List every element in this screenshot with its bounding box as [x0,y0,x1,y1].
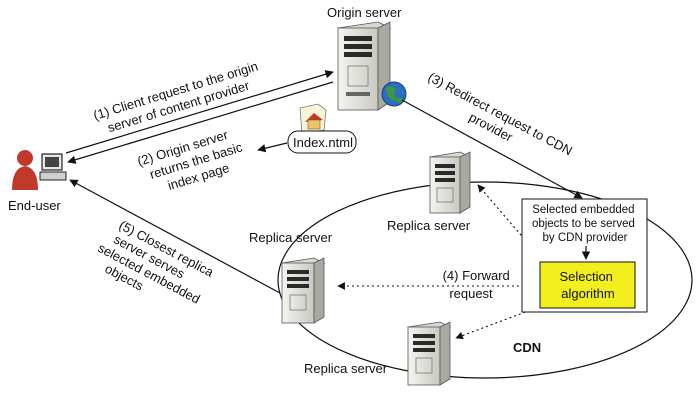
arrow-client-request [65,70,334,154]
cdn-cloud [277,181,693,379]
replica-server-bottom-icon [406,321,452,386]
index-file-box [287,130,357,154]
origin-server-label: Origin server [327,5,402,20]
cdn-label: CDN [513,340,541,355]
origin-server-icon [336,21,392,111]
arrow-redirect [401,99,583,199]
arrow-replica-serve [69,179,281,294]
selected-objects-text: Selected embedded objects to be served b… [532,204,638,244]
selection-algorithm-text: Selection algorithm [559,269,616,301]
replica-server-bottom-label: Replica server [304,361,388,376]
selection-algorithm-box [539,261,636,309]
index-file-icon [299,103,327,135]
end-user-label: End-user [8,198,61,213]
arrow-index-page [257,142,288,153]
replica-server-top-icon [428,151,472,214]
end-user-icon [12,150,67,190]
step4-label: (4) Forward request [443,268,514,301]
arrow-origin-return [67,81,334,164]
globe-icon [381,81,407,107]
step1-label: (1) Client request to the origin server … [91,57,267,138]
replica-server-left-icon [280,257,326,324]
replica-server-top-label: Replica server [387,218,471,233]
step5-label: (5) Closest replica server serves select… [88,214,220,322]
index-file-label: Index.ntml [293,135,353,150]
step2-label: (2) Origin server returns the basic inde… [135,123,252,199]
replica-server-left-label: Replica server [249,230,333,245]
